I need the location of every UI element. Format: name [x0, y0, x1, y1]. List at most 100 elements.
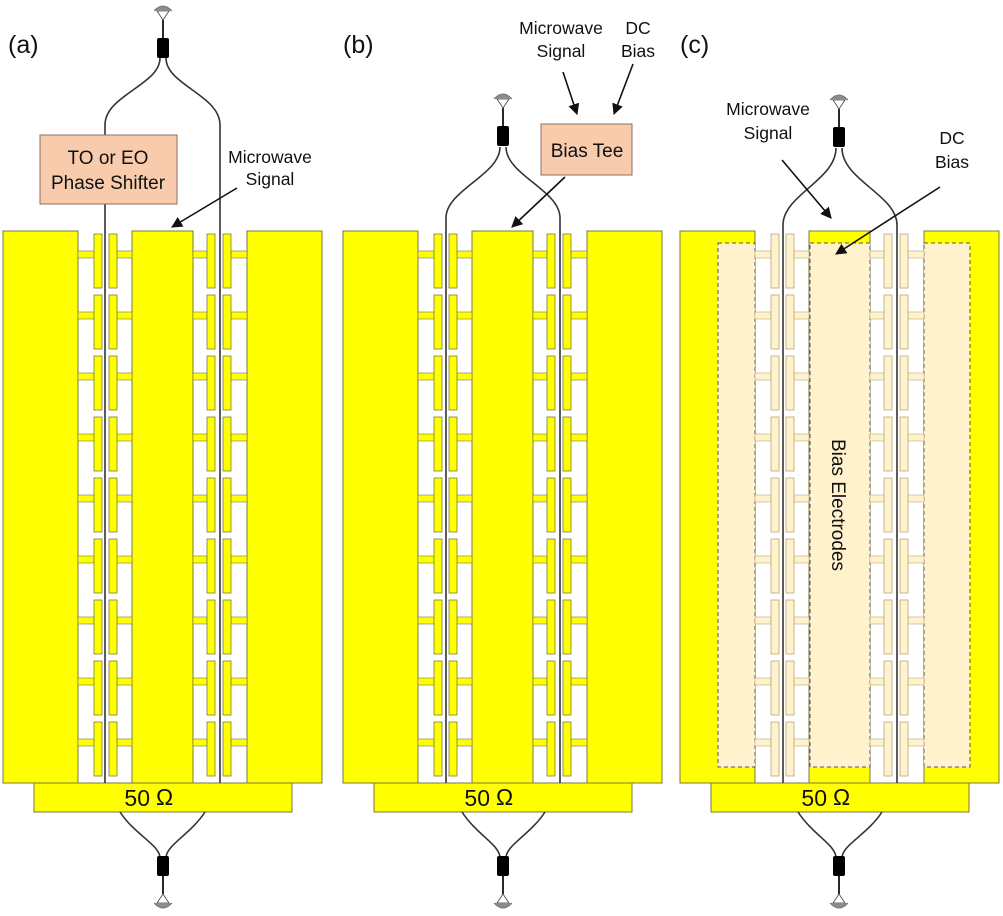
electrode-finger — [108, 355, 118, 411]
electrode-stub — [869, 616, 885, 625]
electrode-finger — [546, 721, 556, 777]
electrode-stub — [417, 677, 435, 686]
electrode-finger — [448, 355, 458, 411]
electrode-stub — [869, 433, 885, 442]
callout-dcbias-line-2-b: Bias — [621, 41, 655, 61]
electrode-finger — [562, 233, 572, 289]
electrode-stub — [754, 311, 772, 320]
electrode-finger — [546, 538, 556, 594]
electrode-finger — [770, 416, 780, 472]
ferrule-arc — [829, 902, 849, 909]
panel-a: (a) 50 Ω TO or EO Phase Shifter Microwav… — [2, 5, 323, 909]
electrode-finger — [562, 355, 572, 411]
electrode-stub — [907, 494, 925, 503]
electrode-stub — [570, 311, 588, 320]
connector-body — [157, 856, 169, 876]
electrode-finger — [108, 416, 118, 472]
electrode-stub — [456, 555, 473, 564]
electrode-stub — [907, 677, 925, 686]
electrode-finger — [883, 599, 893, 655]
callout-microwave-line-1-a: Microwave — [228, 147, 312, 167]
electrode-finger — [770, 538, 780, 594]
electrode-stub — [417, 494, 435, 503]
electrode-finger — [206, 599, 216, 655]
electrode-stub — [192, 555, 208, 564]
electrode-stub — [230, 433, 248, 442]
arrow-microwave-a — [171, 187, 238, 228]
electrode-stub — [192, 616, 208, 625]
electrode-finger — [206, 355, 216, 411]
electrode-finger — [433, 538, 443, 594]
bias-tee-box: Bias Tee — [540, 123, 633, 176]
electrode-stub — [456, 494, 473, 503]
ferrule-tip — [156, 10, 170, 21]
electrode-finger — [206, 477, 216, 533]
electrode-finger — [93, 538, 103, 594]
electrode-finger — [206, 721, 216, 777]
ferrule-arc — [153, 5, 173, 12]
electrode-finger — [883, 721, 893, 777]
electrode-stub — [417, 616, 435, 625]
electrode-stub — [456, 738, 473, 747]
electrode-stub — [417, 738, 435, 747]
electrode-finger — [93, 233, 103, 289]
electrode-finger — [899, 233, 909, 289]
electrode-finger — [448, 660, 458, 716]
electrode-stub — [532, 372, 548, 381]
electrode-finger — [899, 416, 909, 472]
ferrule-tip — [832, 99, 846, 110]
electrode-stub — [532, 738, 548, 747]
electrode-stub — [77, 433, 95, 442]
electrode-finger — [433, 477, 443, 533]
ferrule-tip — [832, 893, 846, 904]
electrode-finger — [899, 660, 909, 716]
electrode-finger — [770, 355, 780, 411]
electrode-stub — [192, 494, 208, 503]
electrode-finger — [93, 416, 103, 472]
electrode-finger — [785, 477, 795, 533]
electrode-finger — [222, 538, 232, 594]
electrode-finger — [546, 233, 556, 289]
electrode-finger — [206, 233, 216, 289]
electrode-finger — [562, 599, 572, 655]
waveguide-output-right-c — [841, 811, 883, 859]
panel-label-c: (c) — [680, 31, 709, 59]
termination-bar-a — [33, 782, 293, 813]
connector-body — [497, 126, 509, 146]
ohm-symbol-c: Ω — [833, 784, 850, 810]
termination-a: 50 Ω — [33, 782, 293, 813]
electrode-stub — [417, 311, 435, 320]
electrode-finger — [93, 355, 103, 411]
electrode-stub — [456, 616, 473, 625]
electrode-finger — [899, 294, 909, 350]
electrode-stub — [77, 494, 95, 503]
electrode-finger — [883, 477, 893, 533]
connector-body — [157, 38, 169, 58]
electrode-finger — [785, 721, 795, 777]
electrode-structure-a — [2, 230, 323, 784]
electrode-finger — [785, 355, 795, 411]
electrode-stub — [793, 250, 810, 259]
ferrule-arc — [493, 93, 513, 100]
electrode-finger — [770, 660, 780, 716]
electrode-stub — [869, 372, 885, 381]
electrode-finger — [562, 477, 572, 533]
arrow-microwave-b — [562, 71, 580, 116]
electrode-stub — [532, 433, 548, 442]
electrode-finger — [433, 233, 443, 289]
electrode-stub — [570, 738, 588, 747]
electrode-finger — [93, 599, 103, 655]
termination-value-c: 50 — [801, 785, 827, 811]
electrode-stub — [230, 555, 248, 564]
electrode-finger — [433, 599, 443, 655]
electrode-stub — [869, 494, 885, 503]
electrode-stub — [456, 372, 473, 381]
electrode-stub — [456, 677, 473, 686]
arrow-microwave-c — [781, 159, 832, 219]
arrow-biastee-output-b — [511, 176, 566, 228]
electrode-stub — [230, 616, 248, 625]
electrode-finger — [93, 294, 103, 350]
fiber-connector-bottom-c — [829, 856, 849, 909]
waveguide-output-left-b — [461, 811, 501, 859]
electrode-stub — [754, 738, 772, 747]
